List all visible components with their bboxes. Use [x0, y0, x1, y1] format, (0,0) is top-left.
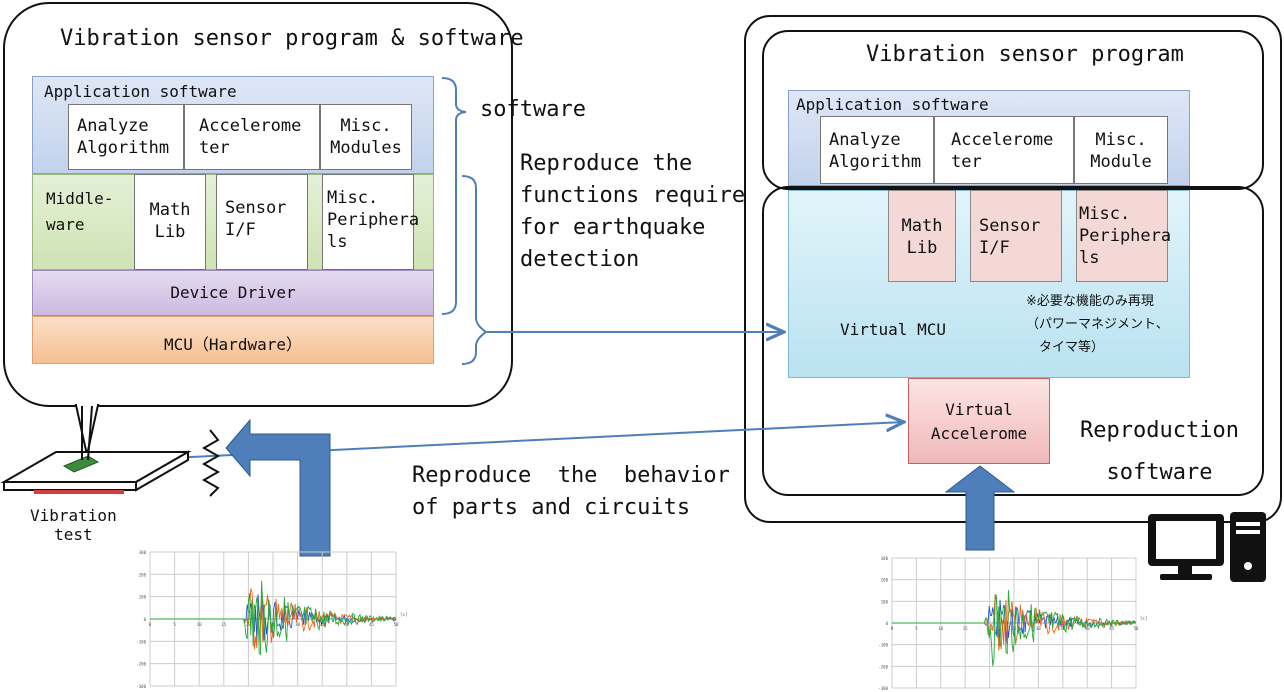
right-module-misc: Misc. Module	[1074, 116, 1168, 184]
vibration-test-label: Vibration test	[30, 506, 117, 544]
x-tick-label: 40	[344, 622, 349, 627]
y-tick-label: 0	[144, 617, 147, 622]
left-middleware-label: Middle- ware	[46, 189, 114, 234]
software-brace	[441, 77, 467, 315]
left-mcu-layer	[32, 316, 434, 364]
y-tick-label: 300	[139, 550, 147, 555]
y-tick-label: -200	[136, 662, 146, 667]
x-tick-label: 50	[394, 622, 399, 627]
right-panel-title: Vibration sensor program	[866, 42, 1184, 67]
x-tick-label: 30	[295, 622, 300, 627]
right-module-accelerometer: Accelerome ter	[934, 116, 1074, 184]
virtual-accelerometer-label: Virtual Accelerome	[930, 400, 1028, 443]
y-tick-label: -100	[136, 639, 146, 644]
y-tick-label: 200	[139, 572, 147, 577]
y-tick-label: 100	[881, 599, 889, 604]
x-tick-label: 0	[149, 622, 152, 627]
left-module-accelerometer: Accelerome ter	[184, 104, 320, 170]
x-tick-label: 0	[891, 626, 894, 631]
right-app-label: Application software	[796, 95, 989, 114]
left-module-mathlib: Math Lib	[134, 174, 206, 270]
y-tick-label: 300	[881, 556, 889, 561]
functions-brace	[461, 175, 488, 365]
right-module-analyze: Analyze Algorithm	[820, 116, 934, 184]
x-unit-label: [s]	[400, 612, 407, 617]
vibration-board	[0, 405, 192, 494]
x-tick-label: 15	[221, 622, 226, 627]
virtual-module-sensor-if: Sensor I/F	[970, 190, 1062, 282]
input-arrow-left	[225, 418, 331, 557]
virtual-module-misc-peripherals: Misc. Periphera ls	[1076, 190, 1171, 282]
device-driver-label: Device Driver	[170, 283, 296, 302]
waveform-series	[892, 589, 1136, 667]
y-tick-label: 200	[881, 578, 889, 583]
behavior-arrow	[87, 422, 904, 463]
left-module-misc: Misc. Modules	[320, 104, 412, 170]
reproduce-functions-text: Reproduce the functions required for ear…	[520, 151, 759, 272]
y-tick-label: 100	[139, 595, 147, 600]
x-tick-label: 5	[915, 626, 918, 631]
x-tick-label: 10	[197, 622, 202, 627]
spring-icon	[201, 429, 221, 497]
x-tick-label: 30	[1036, 626, 1041, 631]
left-panel-title: Vibration sensor program & software	[60, 26, 524, 51]
computer-icon	[1148, 512, 1266, 582]
mcu-label: MCU（Hardware）	[164, 335, 302, 354]
reproduce-behavior-text: Reproduce the behavior of parts and circ…	[412, 463, 730, 520]
y-tick-label: -300	[136, 684, 146, 689]
x-tick-label: 40	[1085, 626, 1090, 631]
reproduction-note: ※必要な機能のみ再現 （パワーマネジメント、 タイマ等）	[1026, 294, 1169, 355]
x-tick-label: 35	[320, 622, 325, 627]
x-tick-label: 25	[1012, 626, 1017, 631]
y-tick-label: -300	[878, 686, 888, 691]
y-tick-label: -100	[878, 643, 888, 648]
x-tick-label: 15	[963, 626, 968, 631]
x-tick-label: 45	[1109, 626, 1114, 631]
left-module-misc-peripherals: Misc. Periphera ls	[322, 174, 419, 270]
virtual-mcu-label: Virtual MCU	[840, 320, 946, 339]
x-unit-label: [s]	[1140, 616, 1147, 621]
left-driver-layer	[32, 270, 434, 316]
x-tick-label: 35	[1060, 626, 1065, 631]
reproduction-frame	[762, 186, 1264, 496]
input-arrow-right	[944, 465, 1016, 551]
x-tick-label: 50	[1134, 626, 1139, 631]
x-tick-label: 45	[369, 622, 374, 627]
waveform-series	[150, 580, 397, 656]
left-app-label: Application software	[44, 82, 237, 101]
virtual-accelerometer-box	[908, 378, 1050, 464]
left-module-sensor-if: Sensor I/F	[216, 174, 308, 270]
virtual-module-mathlib: Math Lib	[888, 190, 956, 282]
y-tick-label: -200	[878, 664, 888, 669]
y-tick-label: 0	[886, 621, 889, 626]
reproduction-software-label: Reproduction software	[1080, 418, 1239, 485]
software-label: software	[480, 97, 586, 122]
x-tick-label: 5	[173, 622, 176, 627]
left-module-analyze: Analyze Algorithm	[68, 104, 184, 170]
x-tick-label: 10	[938, 626, 943, 631]
